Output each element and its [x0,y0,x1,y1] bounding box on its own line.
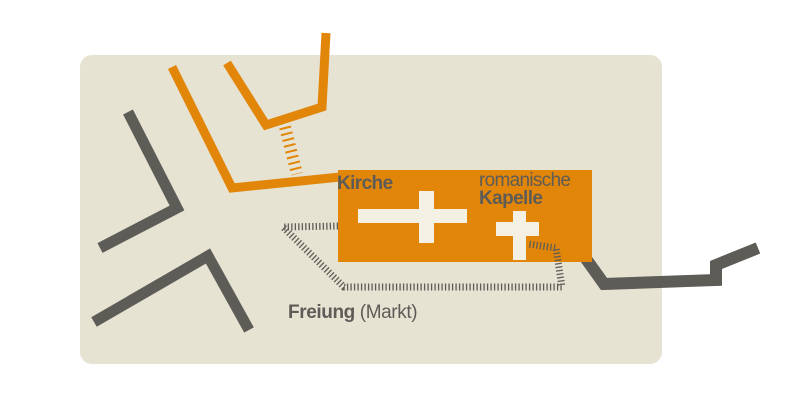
orange-dashed-connector [279,125,303,176]
square-name: Freiung [288,302,355,323]
church-cross-icon [358,191,467,243]
chapel-cross-icon [496,211,539,260]
chapel-label-line1: romanische [479,170,571,191]
orange-street-outer [167,65,341,193]
dotted-path [274,222,567,291]
dark-street-upper-left [97,109,185,253]
orange-street-inner [223,32,331,131]
chapel-label-line2: Kapelle [479,188,543,209]
dark-street-right [579,242,761,291]
church-label: Kirche [337,173,393,194]
square-label: Freiung (Markt) [288,302,418,323]
square-note: (Markt) [359,302,418,323]
dark-street-lower-left [91,248,254,333]
